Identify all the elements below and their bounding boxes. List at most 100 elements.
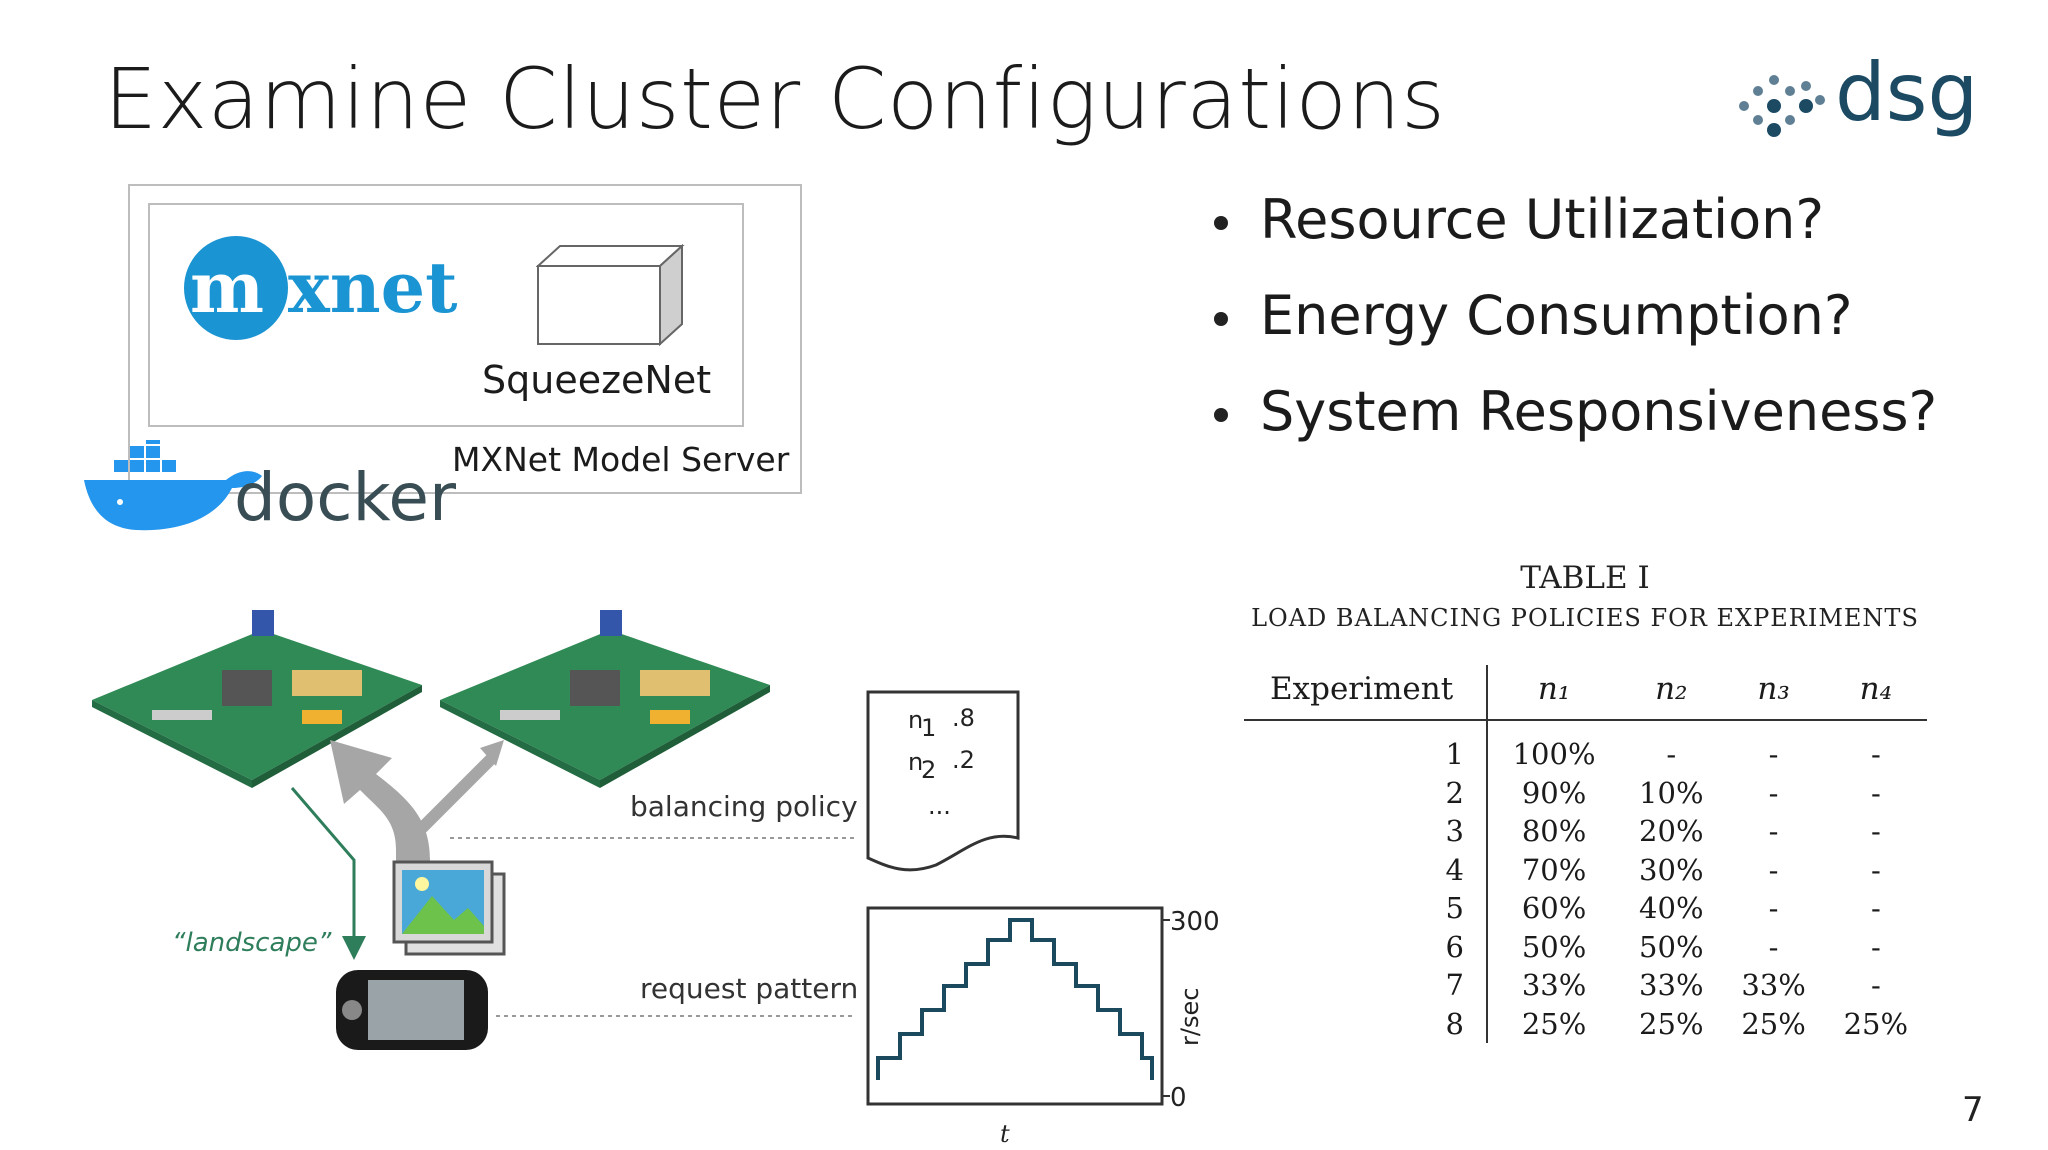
experiment-number-cell: 5 [1244,889,1488,928]
table-row: 7 33% 33% 33% - [1244,966,1927,1005]
model-server-container [128,184,802,494]
dsg-logo-text: dsg [1835,46,1979,139]
policy-share-cell: - [1768,737,1779,772]
policy-share-cell: 10% [1639,775,1704,810]
experiment-number-cell: 8 [1244,1004,1488,1043]
landscape-label: “landscape” [172,928,332,958]
policy-share-cell: 25% [1521,1006,1587,1041]
policy-row1-value: .8 [952,704,975,732]
policy-share-cell: 30% [1639,852,1704,887]
policy-share-cell: 90% [1521,775,1587,810]
balancing-connector [450,837,854,839]
image-icon [392,860,506,956]
table-header-row: Experiment n₁ n₂ n₃ n₄ [1244,665,1927,721]
motherboard-icon [440,610,770,788]
policy-share-cell: - [1870,775,1881,810]
dsg-logo: dsg [1730,46,1978,148]
policy-row1-label: n [908,706,923,734]
model-box-icon [536,244,685,347]
page-number: 7 [1962,1090,1984,1130]
model-label: SqueezeNet [482,358,712,402]
docker-logo-text: docker [234,459,456,536]
policy-share-cell: 40% [1639,891,1704,926]
table-header-cell: Experiment [1244,665,1488,721]
policy-row1-sub: 1 [921,714,936,742]
chart-y-axis-label: r/sec [1176,988,1204,1046]
bullet-item: System Responsiveness? [1210,380,1937,443]
table-header-cell: n₁ [1487,665,1621,721]
policy-share-cell: - [1768,929,1779,964]
experiment-number-cell: 1 [1244,720,1488,774]
slide-title: Examine Cluster Configurations [104,50,1446,148]
policy-share-cell: 33% [1639,968,1704,1003]
policy-share-cell: - [1870,929,1881,964]
bullet-item: Resource Utilization? [1210,188,1937,251]
table-row: 2 90% 10% - - [1244,773,1927,812]
policy-share-cell: - [1768,891,1779,926]
policy-share-cell: 50% [1639,929,1704,964]
chart-y-top-label: 300 [1170,907,1220,937]
table-row: 4 70% 30% - - [1244,850,1927,889]
docker-whale-icon: docker [84,432,457,536]
document-icon: n 1 .8 n 2 .2 ... [866,690,1020,872]
chart-x-axis-label: t [1000,1120,1010,1148]
policy-share-cell: - [1870,737,1881,772]
table-caption: TABLE I LOAD BALANCING POLICIES FOR EXPE… [1240,560,1930,632]
table-title: TABLE I [1520,560,1650,596]
policy-row2-label: n [908,748,923,776]
table-subtitle: LOAD BALANCING POLICIES FOR EXPERIMENTS [1251,604,1919,632]
policy-share-cell: - [1870,968,1881,1003]
experiment-number-cell: 3 [1244,812,1488,851]
experiment-number-cell: 6 [1244,927,1488,966]
table-header-cell: n₃ [1722,665,1825,721]
motherboard-icon [92,610,422,788]
request-label: request pattern [640,972,859,1005]
policy-share-cell: 80% [1521,814,1587,849]
table-header-cell: n₂ [1620,665,1723,721]
request-flow-arrows [290,740,504,960]
bullet-item: Energy Consumption? [1210,284,1937,347]
policy-row2-sub: 2 [921,756,936,784]
chart-y-bottom-label: 0 [1170,1083,1187,1113]
policy-share-cell: 33% [1741,968,1806,1003]
policy-share-cell: - [1870,891,1881,926]
policy-share-cell: - [1768,814,1779,849]
policy-share-cell: - [1666,737,1677,772]
policy-share-cell: 50% [1521,929,1587,964]
experiment-number-cell: 2 [1244,773,1488,812]
svg-text:xnet: xnet [288,246,458,329]
request-connector [496,1015,854,1017]
experiment-number-cell: 7 [1244,966,1488,1005]
table-row: 3 80% 20% - - [1244,812,1927,851]
table-header-cell: n₄ [1824,665,1927,721]
policy-share-cell: 70% [1521,852,1587,887]
policy-share-cell: 25% [1741,1006,1806,1041]
table-row: 6 50% 50% - - [1244,927,1927,966]
bullet-list: Resource Utilization? Energy Consumption… [1210,188,1937,476]
balancing-label: balancing policy [630,790,858,823]
request-rate-chart: 300 0 r/sec t [866,906,1220,1148]
phone-icon [336,970,488,1050]
policy-share-cell: 33% [1521,968,1587,1003]
table-row: 1 100% - - - [1244,720,1927,774]
request-rate-line [876,918,1154,1080]
table-row: 5 60% 40% - - [1244,889,1927,928]
policy-share-cell: - [1870,852,1881,887]
policy-share-cell: - [1768,775,1779,810]
policy-share-cell: 20% [1639,814,1704,849]
policy-share-cell: 100% [1512,737,1596,772]
mxnet-container [148,203,744,427]
policy-share-cell: 60% [1521,891,1587,926]
docker-logo: docker [76,432,457,544]
policy-share-cell: 25% [1843,1006,1909,1041]
server-label: MXNet Model Server [452,440,790,479]
policy-share-cell: - [1768,852,1779,887]
policy-row2-value: .2 [952,746,975,774]
policy-share-cell: - [1870,814,1881,849]
mxnet-logo-icon: m xnet [184,236,458,340]
mxnet-logo: m xnet [184,230,504,344]
experiment-number-cell: 4 [1244,850,1488,889]
svg-text:m: m [190,246,264,329]
